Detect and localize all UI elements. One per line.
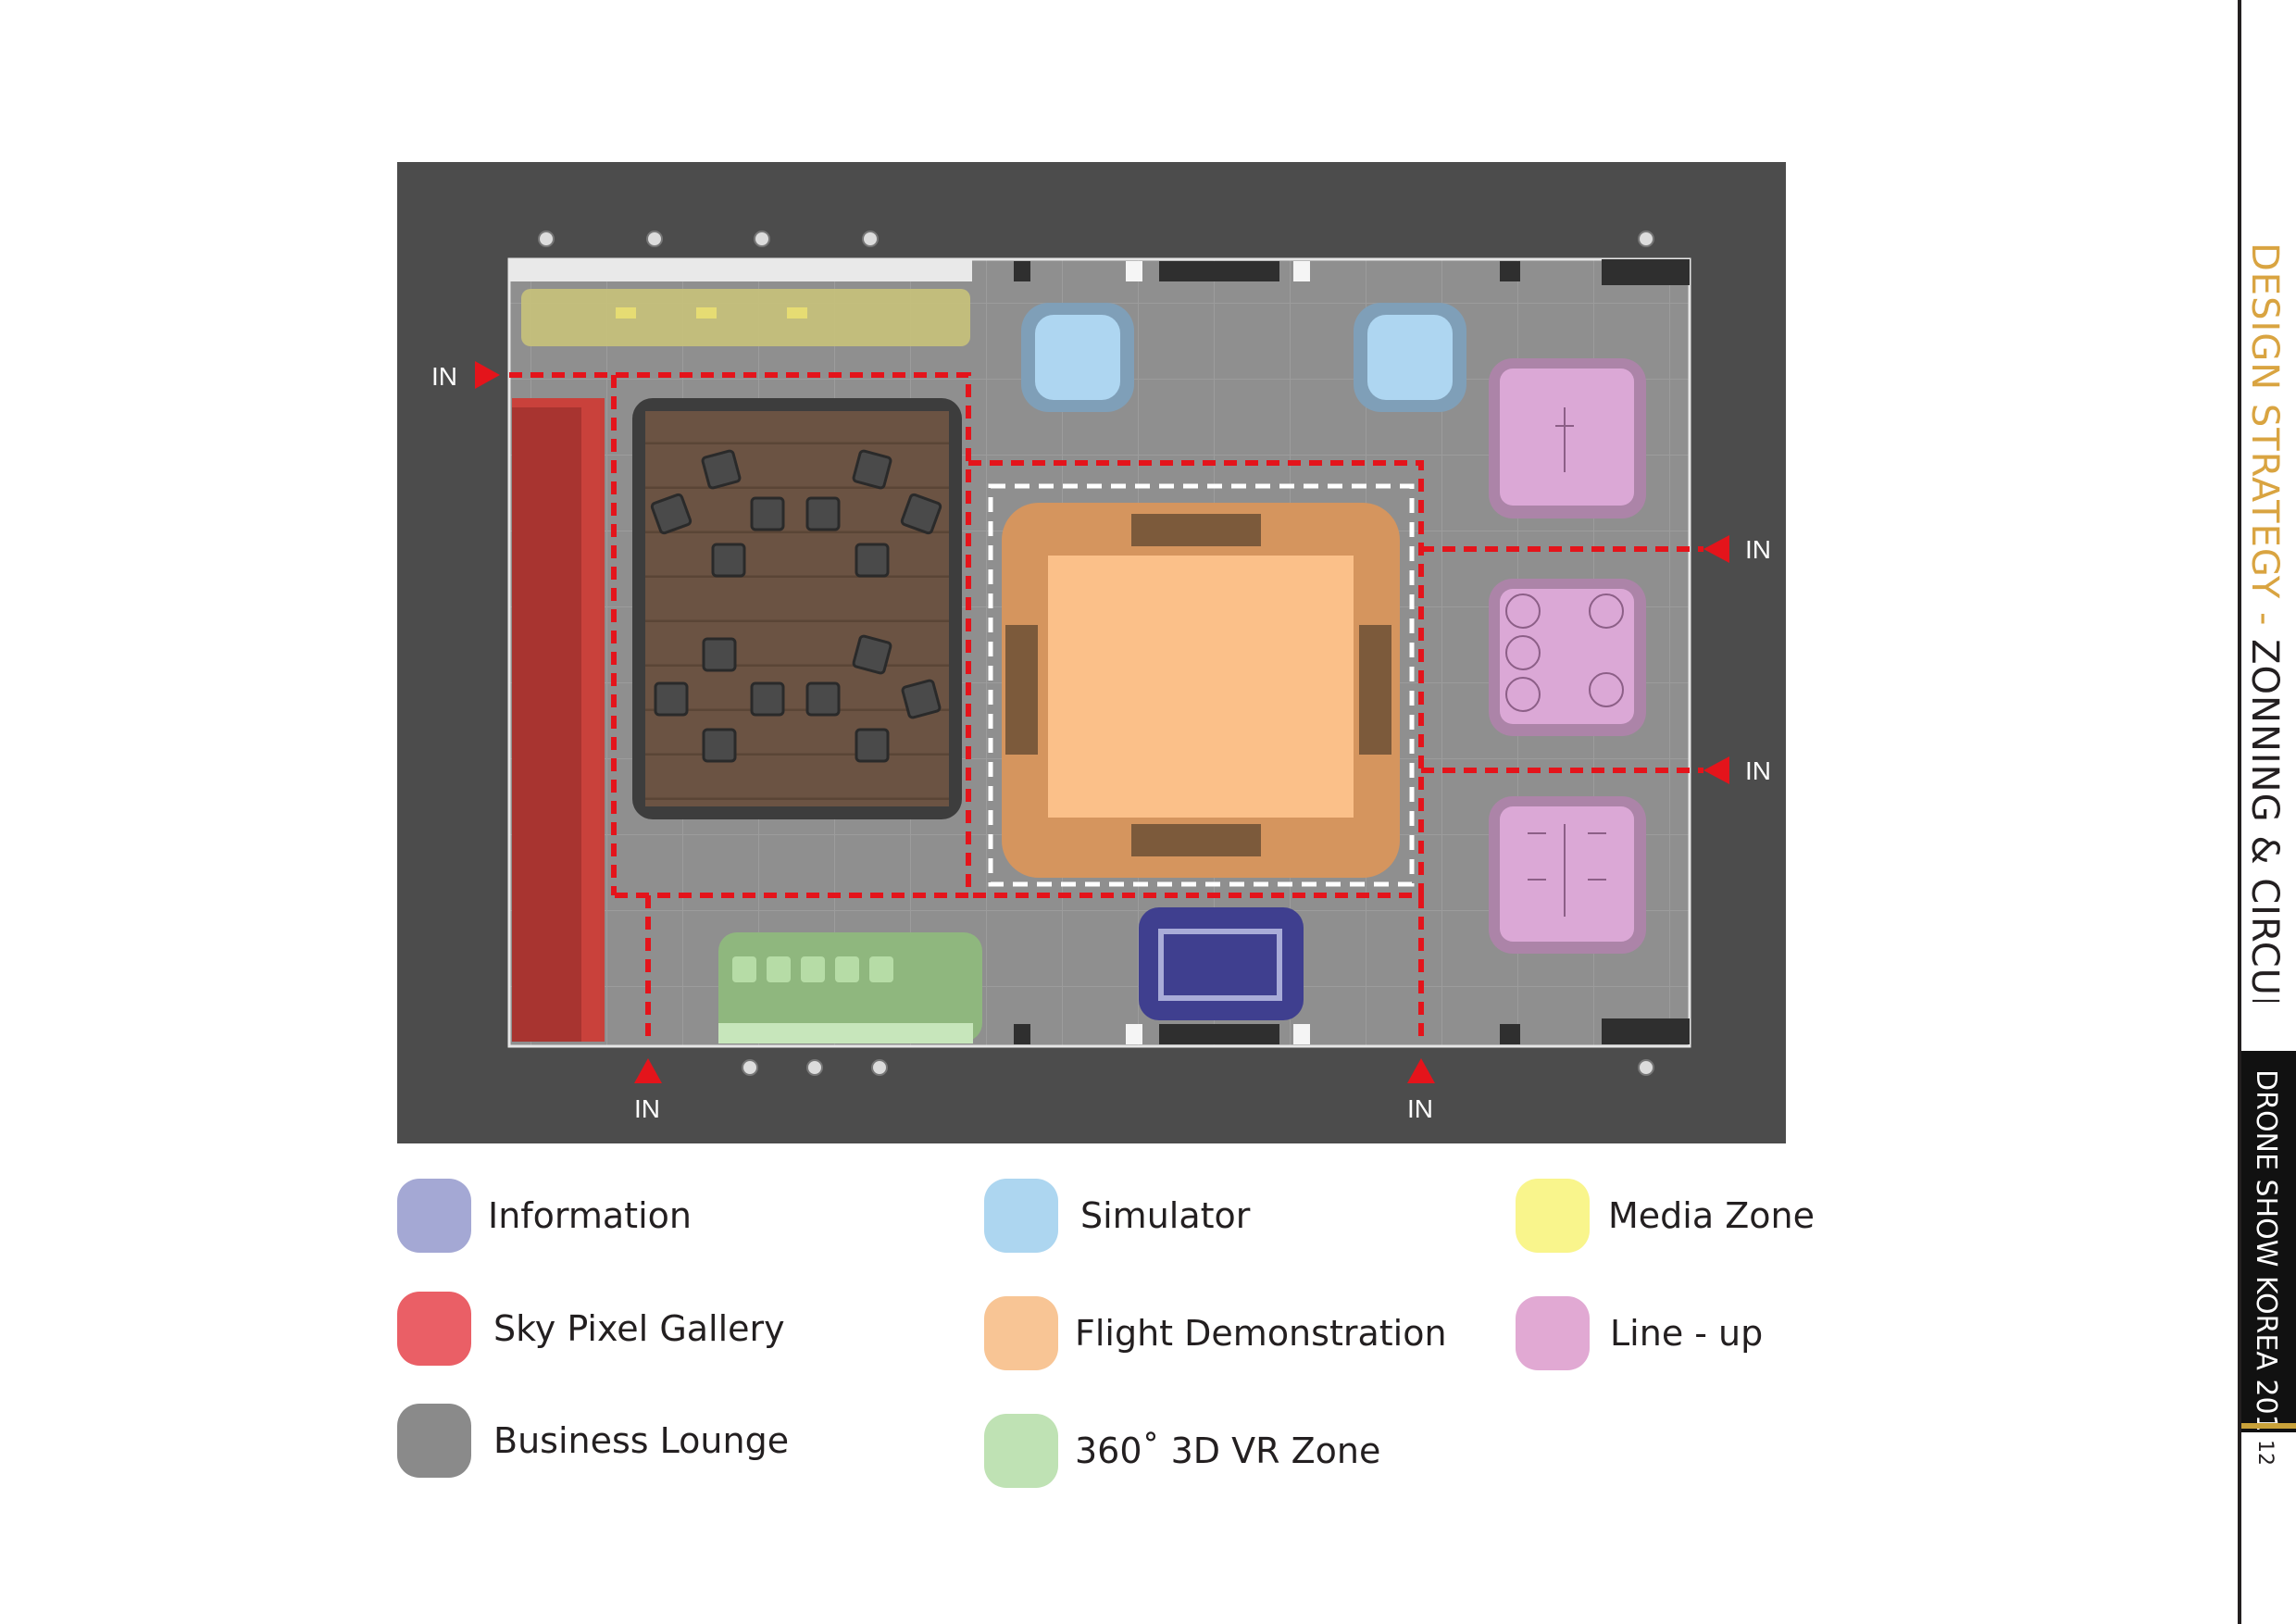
entrance-label-east-2: IN [1745,756,1771,785]
entrance-arrow-east-1 [1703,535,1729,563]
entrance-arrow-south-2 [1407,1058,1435,1083]
entrance-arrow-west [475,361,500,389]
entrance-arrow-east-2 [1703,756,1729,784]
white-posts [1126,261,1310,1044]
entrance-label-south-2: IN [1407,1094,1433,1123]
entrance-label-east-1: IN [1745,535,1771,564]
business-lounge-floor [645,411,949,806]
simulator-pod-2 [1367,315,1453,400]
circulation-paths [509,372,1703,1042]
information-zone [1139,907,1304,1020]
entrance-label-west: IN [431,362,457,391]
sky-pixel-gallery-wall [512,407,581,1042]
media-screens [616,307,807,319]
sidebar-event-box: DRONE SHOW KOREA 2017 [2241,1051,2296,1450]
sidebar-title-part1: DESIGN STRATEGY - [2243,243,2286,640]
entrance-arrows [475,361,1729,1083]
entrance-arrow-south-1 [634,1058,662,1083]
flight-demo-cage [1048,556,1354,818]
information-desk [1158,929,1282,1001]
vr-seats [732,956,893,982]
page-number: 12 [2241,1440,2296,1477]
lineup-drones [1505,407,1624,917]
lineup-zones [1489,358,1646,954]
sidebar-event: DRONE SHOW KOREA 2017 [2250,1069,2282,1450]
vr-counter [718,1023,973,1043]
sidebar-title: DESIGN STRATEGY - ZONNING & CIRCULATION [2241,243,2296,1002]
lounge-chairs [650,449,942,763]
sidebar-accent [2241,1423,2296,1429]
media-zone [521,289,970,346]
entrance-label-south-1: IN [634,1094,660,1123]
flight-demo-benches [1005,514,1391,856]
simulator-pod-1 [1035,315,1120,400]
sidebar-title-part2: ZONNING & CIRCULATION [2243,639,2286,1002]
sidebar-rule [2238,0,2241,1624]
structural-blocks [1014,259,1690,1044]
spotlights [538,231,1654,1076]
top-wall [509,259,972,281]
page-number-text: 12 [2253,1440,2277,1466]
